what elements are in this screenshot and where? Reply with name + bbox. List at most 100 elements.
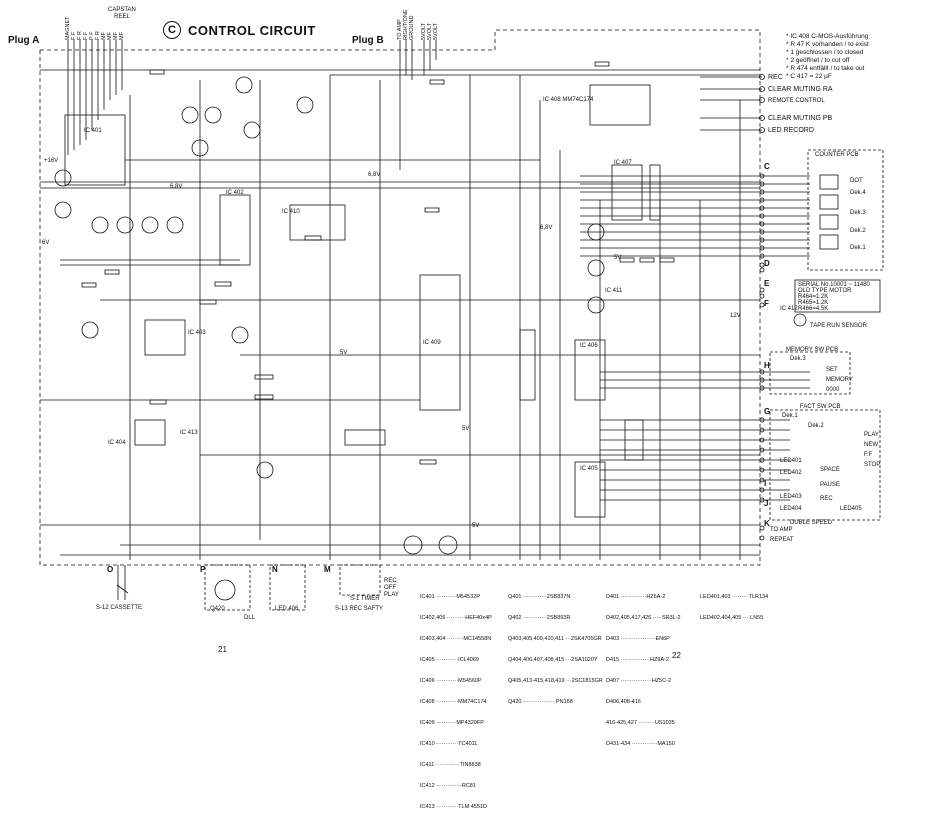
parts-row: Q402 ·············2SB893R <box>508 615 571 621</box>
memory-sw-label: MEMORY SW PCB <box>786 347 839 353</box>
parts-row: IC402,406 ··········HEF40x4P <box>420 615 492 621</box>
counter-digit: Dek.1 <box>850 245 866 251</box>
plug-b-pin: GROUND <box>409 15 415 40</box>
fact-label: F.F <box>864 452 873 458</box>
diagram-title: CONTROL CIRCUIT <box>188 23 316 38</box>
parts-row: Q403,405,409,410,411 ···2SK4705GR <box>508 636 602 642</box>
parts-row: 416-425,427 ·········US1035 <box>606 720 675 726</box>
counter-digit: Dek.2 <box>850 228 866 234</box>
ic-label: IC 407 <box>614 160 632 166</box>
connector-letter: E <box>764 279 770 288</box>
note-line: * C 417 = 22 µF <box>786 73 832 80</box>
note-line: * R 47 K vorhanden / to exist <box>786 41 869 48</box>
memory-label: Dek.3 <box>790 356 806 362</box>
fact-label: PLAY <box>864 432 879 438</box>
connector-letter: G <box>764 407 771 416</box>
plug-a-label: Plug A <box>8 35 40 46</box>
bottom-label: LED 406 <box>275 606 299 612</box>
parts-row: LED402,404,405 ····LN55 <box>700 615 764 621</box>
note-line: * 2 geöffnet / to cut off <box>786 57 850 64</box>
serial-note: SERIAL No.10001 ~ 11480 <box>798 282 870 288</box>
note-line: * R 474 entfällt / to take out <box>786 65 865 72</box>
parts-row: IC408 ············MM74C174 <box>420 699 487 705</box>
fact-label: Dek.2 <box>808 423 824 429</box>
serial-note: R464=1.2K <box>798 294 829 300</box>
voltage-label: 5V <box>614 255 622 261</box>
memory-label: SET <box>826 367 838 373</box>
parts-table-diode: D401 ··············HZ6A-2 D402,405,417,4… <box>606 580 681 755</box>
memory-label: 0000 <box>826 387 840 393</box>
fact-label: Dek.1 <box>782 413 798 419</box>
bottom-label: S-1 TIMER <box>350 596 380 602</box>
counter-pcb-label: COUNTER PCB <box>815 152 859 158</box>
fact-label: LED401 <box>780 458 802 464</box>
serial-note: R466=4.5K <box>798 306 829 312</box>
parts-row: LED401,403 ·········TLR134 <box>700 594 769 600</box>
title-marker: C <box>163 21 181 39</box>
connector-label: LED RECORD <box>768 127 814 134</box>
fact-label: PAUSE <box>820 482 840 488</box>
parts-row: IC403,404 ·········MC14558N <box>420 636 492 642</box>
note-line: * 1 geschlossen / to closed <box>786 49 864 56</box>
parts-row: IC411 ·············TIN8838 <box>420 762 481 768</box>
parts-table-transistor: Q401 ·············2SB837N Q402 ·········… <box>508 580 603 713</box>
voltage-label: +16V <box>44 158 59 164</box>
connector-letter: F <box>764 299 769 308</box>
voltage-label: 5V <box>340 350 348 356</box>
connector-letter: D <box>764 259 770 268</box>
plug-a-pin: MF <box>119 32 125 40</box>
ic-label: IC 402 <box>226 190 244 196</box>
bottom-label: OFF <box>384 585 396 591</box>
connector-label: CLEAR MUTING RA <box>768 86 833 93</box>
ic-label: IC 413 <box>180 430 198 436</box>
voltage-label: 6,8V <box>170 184 183 190</box>
parts-row: D402,405,417,426 ·····SR3L-2 <box>606 615 681 621</box>
ic-label: IC 411 <box>605 288 623 294</box>
parts-row: Q404,406,407,408,415 ···2SA1020Y <box>508 657 598 663</box>
plug-b-label: Plug B <box>352 35 384 46</box>
ic-label: IC 410 <box>282 209 300 215</box>
parts-row: IC410 ············TC4011 <box>420 741 478 747</box>
connector-label: REMOTE CONTROL <box>768 98 825 104</box>
counter-digit: Dek.3 <box>850 210 866 216</box>
voltage-label: 6,8V <box>368 172 381 178</box>
fact-label: NEW <box>864 442 878 448</box>
fact-label: LED403 <box>780 494 802 500</box>
fact-label: REC <box>820 496 833 502</box>
memory-label: MEMORY <box>826 377 853 383</box>
ic-label: IC 404 <box>108 440 126 446</box>
connector-letter: H <box>764 361 770 370</box>
connector-letter: I <box>764 479 767 488</box>
fact-label: LED402 <box>780 470 802 476</box>
ic-label: IC 405 <box>580 466 598 472</box>
parts-table-led: LED401,403 ·········TLR134 LED402,404,40… <box>700 580 768 629</box>
connector-letter: N <box>272 565 278 574</box>
capstan-reel-label: CAPSTAN REEL <box>108 7 136 20</box>
voltage-label: 6V <box>42 240 50 246</box>
parts-row: Q401 ·············2SB837N <box>508 594 571 600</box>
ic-label: IC 409 <box>423 340 441 346</box>
fact-label: DUBLE SPEED <box>790 520 833 526</box>
voltage-label: 5V <box>472 523 480 529</box>
parts-row: Q420 ··················PN168 <box>508 699 573 705</box>
connector-label: REC <box>768 74 783 81</box>
fact-label: SPACE <box>820 467 840 473</box>
bottom-label: REPEAT <box>770 537 794 543</box>
plug-b-pin: 5VOLT <box>433 22 439 40</box>
parts-row: D415 ················HZ9A-2 <box>606 657 669 663</box>
counter-digit: Dek.4 <box>850 190 866 196</box>
voltage-label: 6,8V <box>540 225 553 231</box>
voltage-label: 5V <box>462 426 470 432</box>
connector-letter: K <box>764 519 770 528</box>
parts-row: IC409 ···········MP4320FP <box>420 720 484 726</box>
fact-label: LED404 <box>780 506 802 512</box>
page-number-right: 22 <box>672 651 681 660</box>
bottom-label: Q420 <box>210 606 225 612</box>
parts-row: Q405,413-415,418,419 ···2SC1815GR <box>508 678 603 684</box>
parts-table-ic: IC401 ···········M54532P IC402,406 ·····… <box>420 580 492 818</box>
schematic-diagram <box>39 29 884 611</box>
parts-row: D401 ··············HZ6A-2 <box>606 594 666 600</box>
bottom-label: DLL <box>244 615 256 621</box>
parts-row: IC405 ············ICL4069 <box>420 657 479 663</box>
fact-sw-label: FACT SW PCB <box>800 404 841 410</box>
